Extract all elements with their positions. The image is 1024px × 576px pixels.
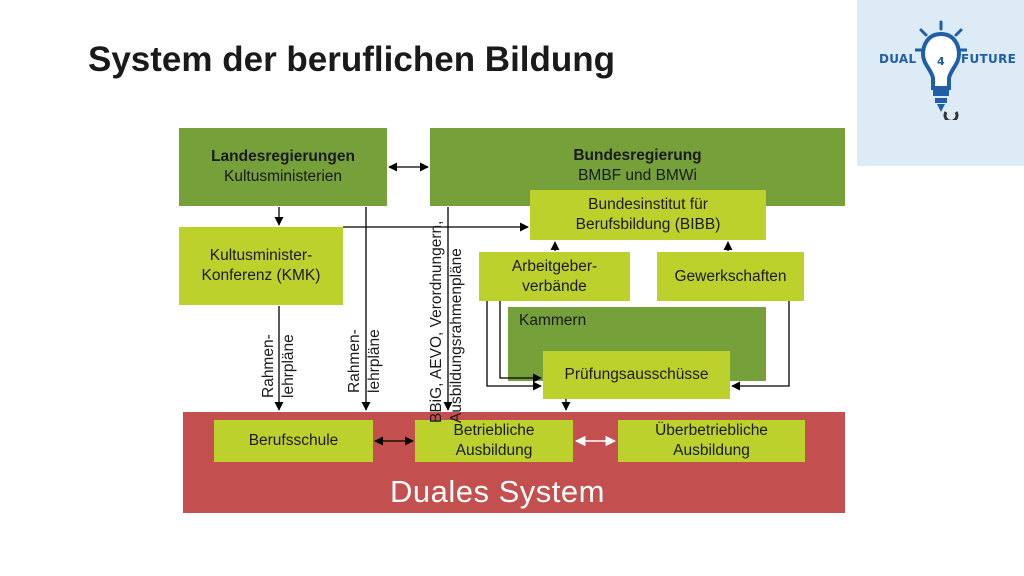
bundesregierung-box: Bundesregierung BMBF und BMWi <box>430 128 845 206</box>
bbig-regulations-label: BBiG, AEVO, Verordnungern, Ausbildungsra… <box>428 220 465 423</box>
logo-number: 4 <box>937 55 945 68</box>
arrow-gewerkschaften-pruefung <box>731 301 790 391</box>
bibb-line1: Bundesinstitut für <box>588 196 708 213</box>
landesregierungen-box: Landesregierungen Kultusministerien <box>179 128 387 206</box>
berufsschule-box: Berufsschule <box>214 420 373 462</box>
bundesregierung-title: Bundesregierung <box>573 147 702 164</box>
logo: DUAL 4 FUTURE <box>857 0 1024 166</box>
bundesregierung-subtitle: BMBF und BMWi <box>578 167 697 184</box>
pruefungsausschuesse-box: Prüfungsausschüsse <box>543 351 730 399</box>
logo-left-word: DUAL <box>879 52 917 66</box>
ueberbetriebliche-ausbildung-box: Überbetriebliche Ausbildung <box>618 420 805 462</box>
bibb-line2: Berufsbildung (BIBB) <box>575 216 721 233</box>
arbeitgeber-line1: Arbeitgeber- <box>511 257 598 275</box>
gewerkschaften-box: Gewerkschaften <box>657 252 804 301</box>
rahmenlehrplaene-label-2: Rahmen- lehrpläne <box>346 329 383 393</box>
betriebliche-ausbildung-box: Betriebliche Ausbildung <box>415 420 573 462</box>
landesregierungen-title: Landesregierungen <box>211 148 355 165</box>
lightbulb-icon <box>915 20 967 120</box>
bibb-box: Bundesinstitut für Berufsbildung (BIBB) <box>530 190 766 240</box>
ueberbetriebliche-line1: Überbetriebliche <box>655 422 768 439</box>
kammern-label: Kammern <box>519 312 587 329</box>
rahmenlehrplaene-label-1: Rahmen- lehrpläne <box>260 334 297 398</box>
pruefungsausschuesse-label: Prüfungsausschüsse <box>564 366 709 383</box>
arrow-arbeitgeber-pruefung-b <box>499 301 542 383</box>
duales-system-label: Duales System <box>390 474 605 509</box>
kmk-line2: Konferenz (KMK) <box>201 267 321 284</box>
arrow-arbeitgeber-pruefung-a <box>486 301 542 391</box>
kmk-line1: Kultusminister- <box>209 247 313 264</box>
logo-right-word: FUTURE <box>961 52 1017 66</box>
gewerkschaften-label: Gewerkschaften <box>674 267 787 285</box>
betriebliche-line1: Betriebliche <box>453 422 535 439</box>
arbeitgeber-line2: verbände <box>522 277 587 295</box>
kmk-box: Kultusminister- Konferenz (KMK) <box>179 227 343 305</box>
berufsschule-label: Berufsschule <box>248 432 339 449</box>
landesregierungen-subtitle: Kultusministerien <box>223 168 343 185</box>
page-title: System der beruflichen Bildung <box>88 40 616 79</box>
ueberbetriebliche-line2: Ausbildung <box>673 442 750 459</box>
arbeitgeber-box: Arbeitgeber- verbände <box>479 252 630 301</box>
betriebliche-line2: Ausbildung <box>455 442 533 459</box>
